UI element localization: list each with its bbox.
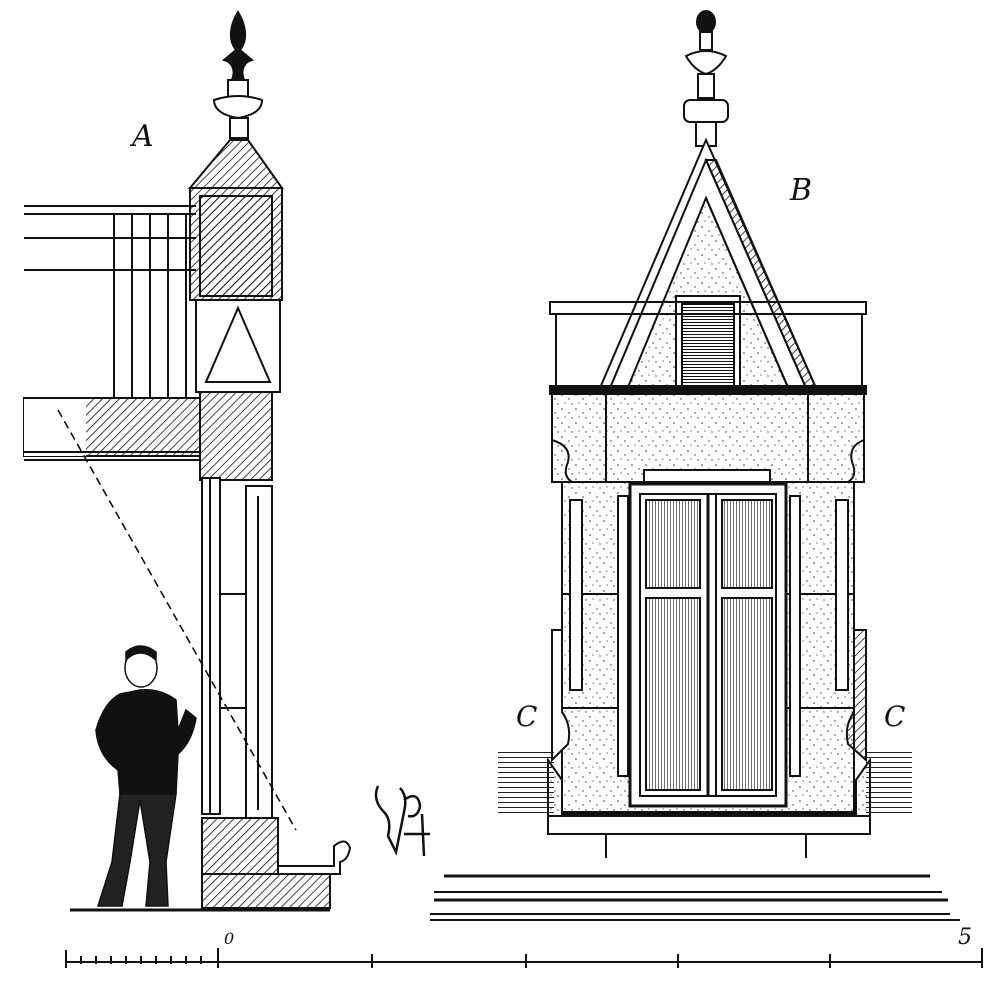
label-elevation-b: B xyxy=(789,173,812,208)
signature-monogram xyxy=(374,785,430,857)
human-figure xyxy=(95,645,197,907)
label-section-a: A xyxy=(129,119,154,154)
scale-start-label: 0 xyxy=(224,929,234,948)
finial-right xyxy=(696,10,716,34)
section-drawing xyxy=(23,10,352,912)
label-bracket-right-c: C xyxy=(884,700,905,733)
finial-left xyxy=(221,10,255,81)
scale-bar xyxy=(65,948,983,968)
elevation-drawing xyxy=(430,10,960,921)
label-bracket-left-c: C xyxy=(516,700,537,733)
scale-end-label: 5 xyxy=(958,925,972,950)
